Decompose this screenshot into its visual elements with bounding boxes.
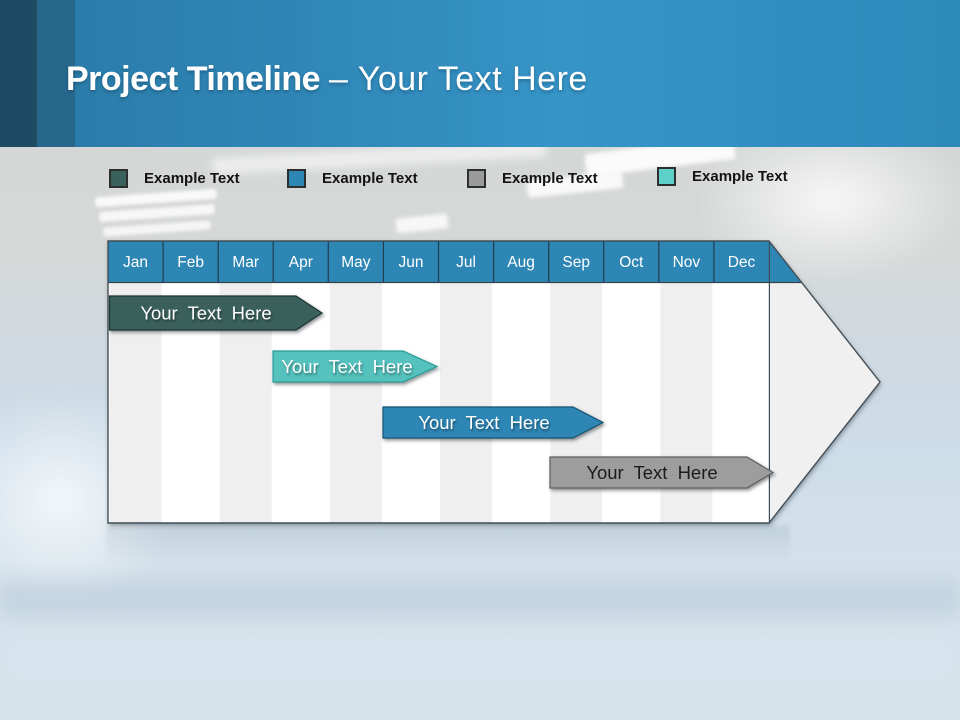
task-bar-2[interactable] <box>272 350 439 383</box>
month-label-aug: Aug <box>507 254 535 271</box>
title-banner <box>0 0 960 147</box>
slide-title[interactable]: Project Timeline– Your Text Here <box>66 57 926 101</box>
legend-label: Example Text <box>692 168 788 185</box>
banner-accent-strip-dark <box>0 0 37 147</box>
task-bar-4-label: Your Text Here <box>586 462 717 483</box>
month-label-nov: Nov <box>673 254 701 271</box>
task-bar-3-label: Your Text Here <box>418 412 549 433</box>
legend-item-3[interactable]: Example Text <box>467 169 598 188</box>
legend-swatch-gray <box>467 169 486 188</box>
legend-item-2[interactable]: Example Text <box>287 169 418 188</box>
task-bars: Your Text Here Your Text Here Your Text … <box>108 295 775 489</box>
month-label-oct: Oct <box>619 254 644 271</box>
column-stripe-may <box>329 282 382 523</box>
legend-swatch-blue <box>287 169 306 188</box>
banner-accent-strip-medium <box>37 0 75 147</box>
column-stripe-jul <box>440 282 492 523</box>
slide-title-secondary: – Your Text Here <box>329 60 588 98</box>
task-bar-4[interactable] <box>549 456 775 489</box>
timeline-arrow-outline <box>107 240 881 524</box>
legend-item-1[interactable]: Example Text <box>109 169 240 188</box>
month-label-jul: Jul <box>456 254 476 271</box>
month-label-mar: Mar <box>232 254 259 271</box>
task-bar-1-label: Your Text Here <box>140 303 271 324</box>
month-label-jun: Jun <box>399 254 424 271</box>
month-header-separators <box>162 241 715 282</box>
task-bar-3[interactable] <box>382 406 605 439</box>
arrowhead-zone <box>769 241 880 523</box>
legend-swatch-light-teal <box>657 167 676 186</box>
legend-swatch-dark-teal <box>109 169 128 188</box>
month-labels: Jan Feb Mar Apr May Jun Jul Aug Sep Oct … <box>123 254 756 271</box>
slide-title-primary: Project Timeline <box>66 60 321 98</box>
month-label-may: May <box>341 254 371 271</box>
task-bar-1[interactable] <box>108 295 324 331</box>
month-label-jan: Jan <box>123 254 148 271</box>
legend-label: Example Text <box>144 170 240 187</box>
month-header-band[interactable] <box>108 241 881 282</box>
month-label-dec: Dec <box>728 254 756 271</box>
month-label-apr: Apr <box>289 254 313 271</box>
legend-item-4[interactable]: Example Text <box>657 167 788 186</box>
month-label-feb: Feb <box>177 254 204 271</box>
month-label-sep: Sep <box>562 254 590 271</box>
legend-label: Example Text <box>322 170 418 187</box>
legend-label: Example Text <box>502 170 598 187</box>
task-bar-2-label: Your Text Here <box>281 356 412 377</box>
